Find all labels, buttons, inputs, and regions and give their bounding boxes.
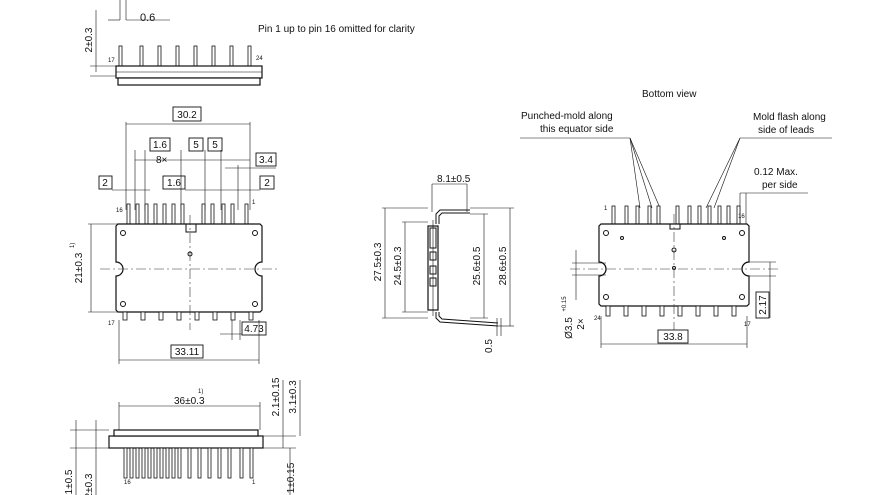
dim-36: 36±0.3: [174, 396, 205, 407]
dim-28-6: 28.6±0.5: [498, 246, 509, 285]
punched-mold-label-2: this equator side: [540, 124, 614, 135]
front-view: 36±0.3 1) 16 1: [64, 377, 301, 495]
top-view-pins-lower: [122, 311, 254, 321]
hole-count: 2×: [576, 318, 587, 330]
pin-label-17-bottom: 17: [744, 322, 751, 328]
pin-label-16-bottom: 16: [738, 214, 745, 220]
dim-height-side: 2±0.3: [84, 27, 95, 52]
mold-flash-label-1: Mold flash along: [753, 112, 826, 123]
pin-label-24-bottom: 24: [594, 316, 601, 322]
side-pins: [118, 45, 252, 69]
dim-33-8: 33.8: [663, 332, 683, 343]
dim-21: 21±0.3: [74, 252, 85, 283]
side-profile-view: 8.1±0.5 27.5±0.3 24.5±0.3 25.6±0.5 28.6±…: [373, 174, 514, 353]
dim-1-left: 1±0.5: [64, 469, 75, 494]
dim-2-right: 2: [264, 178, 270, 189]
dim-0-5: 0.5: [484, 339, 495, 353]
top-view-body: [115, 223, 263, 313]
pin-label-16-top: 16: [116, 208, 123, 214]
dim-3-4: 3.4: [259, 155, 273, 166]
top-side-view: 0.6 2±0.3 17 24: [84, 0, 263, 86]
dim-4-73: 4.73: [244, 324, 264, 335]
pin-label-1-bottom: 1: [604, 206, 608, 212]
bottom-view: Bottom view Punched-mold along this equa…: [520, 89, 832, 348]
hole-diameter: Ø3.5: [564, 317, 575, 339]
bottom-view-title: Bottom view: [642, 89, 697, 100]
dim-21-note: 1): [70, 243, 76, 248]
max-per-side-label-1: 0.12 Max.: [754, 167, 798, 178]
dim-1-6-top: 1.6: [153, 140, 167, 151]
front-view-pins: [123, 447, 254, 479]
top-view: 30.2 1.6 5 5 8× 3.4 2 1.6 2: [70, 106, 278, 364]
pin-label-16-front: 16: [124, 480, 131, 486]
pin-label-1-top: 1: [252, 200, 256, 206]
dim-27-5: 27.5±0.3: [373, 242, 384, 281]
dim-24-5: 24.5±0.3: [393, 246, 404, 285]
pin-label-17-top: 17: [108, 321, 115, 327]
dim-1-6-mid: 1.6: [167, 178, 181, 189]
profile-lead-bottom: [435, 312, 499, 327]
dim-1-right: 1±0.15: [286, 462, 297, 493]
dim-25-6: 25.6±0.5: [472, 246, 483, 285]
top-view-pins-upper: [126, 203, 249, 225]
dim-pitch-small: 0.6: [140, 12, 155, 24]
dim-3-1: 3.1±0.3: [288, 380, 299, 414]
bottom-view-pins-lower: [605, 305, 737, 317]
dim-33-11: 33.11: [175, 347, 200, 358]
dim-8-1: 8.1±0.5: [437, 174, 471, 185]
dim-8x: 8×: [156, 155, 168, 166]
hole-tolerance: +0.15: [562, 296, 568, 312]
mold-flash-label-2: side of leads: [758, 125, 814, 136]
front-body: [108, 435, 264, 449]
dim-5-a: 5: [193, 140, 199, 151]
dim-2-left: 2: [102, 178, 108, 189]
pin-label-17: 17: [108, 58, 115, 64]
dim-30-2: 30.2: [177, 110, 197, 121]
profile-lead-top: [435, 209, 470, 224]
bottom-view-pins-upper: [611, 205, 741, 225]
omitted-pins-note: Pin 1 up to pin 16 omitted for clarity: [258, 24, 415, 35]
punched-mold-label-1: Punched-mold along: [521, 111, 613, 122]
dim-36-note: 1): [198, 389, 203, 395]
dim-5-b: 5: [212, 140, 218, 151]
max-per-side-label-2: per side: [762, 180, 798, 191]
dim-2-17: 2.17: [758, 295, 769, 315]
dim-2-1: 2.1±0.15: [271, 377, 282, 416]
pin-label-1-front: 1: [252, 480, 256, 486]
pin-label-24: 24: [256, 56, 263, 62]
dim-2-left-front: 2±0.3: [84, 473, 95, 495]
